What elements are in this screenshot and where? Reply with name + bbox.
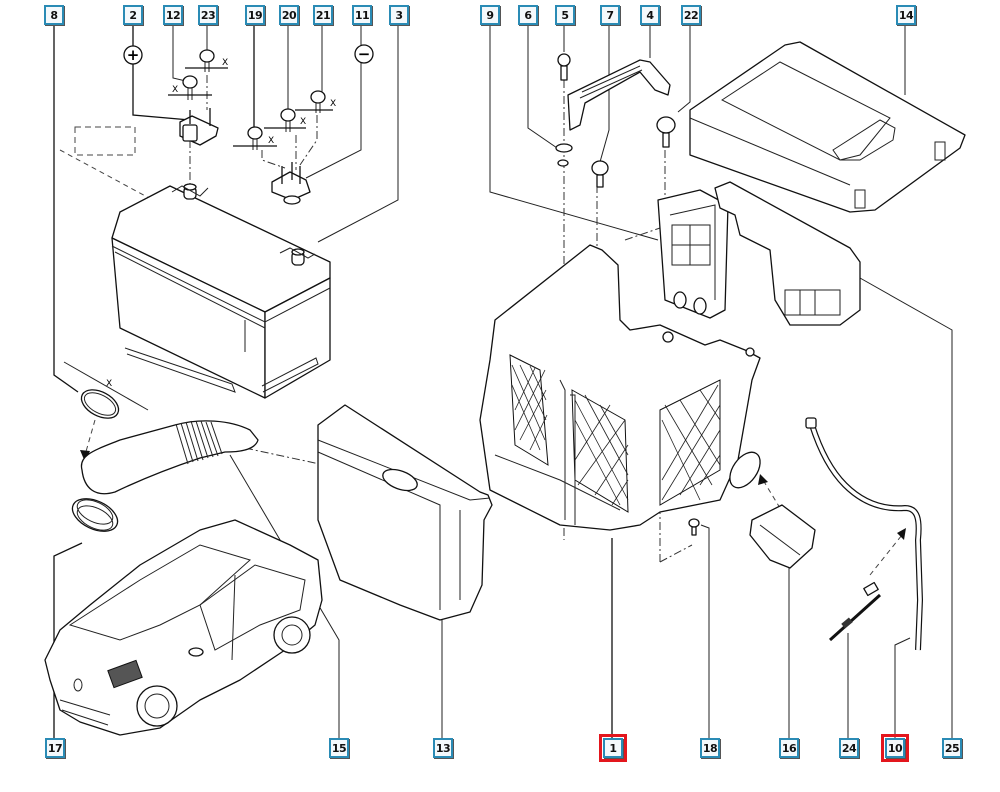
- callout-16[interactable]: 16: [779, 738, 799, 758]
- callout-13[interactable]: 13: [433, 738, 453, 758]
- leader-25: [859, 277, 953, 738]
- negative-sign: −: [358, 45, 371, 63]
- leader-7: [599, 24, 610, 163]
- screw-5: [557, 53, 571, 81]
- air-duct-drawing: X: [63, 361, 259, 532]
- screw-7: [591, 160, 609, 188]
- callout-11[interactable]: 11: [352, 5, 372, 25]
- callout-21[interactable]: 21: [313, 5, 333, 25]
- positive-symbol: [123, 45, 143, 65]
- sensor-drawing: [828, 581, 882, 642]
- vent-hose-drawing: [805, 417, 924, 651]
- callout-5[interactable]: 5: [555, 5, 575, 25]
- battery-drawing: [74, 126, 331, 399]
- nut-20: [280, 108, 296, 132]
- fuse-box-drawing: [657, 189, 729, 319]
- callout-17[interactable]: 17: [45, 738, 65, 758]
- leader-2: [132, 24, 191, 121]
- dimension-x: X: [222, 58, 228, 68]
- callout-22[interactable]: 22: [681, 5, 701, 25]
- leader-18: [700, 524, 710, 738]
- dimension-x: X: [106, 379, 112, 389]
- callout-19[interactable]: 19: [245, 5, 265, 25]
- washer: [557, 159, 569, 167]
- side-cover-drawing: [317, 404, 493, 621]
- terminals-drawing: + − X X X X X: [123, 44, 374, 205]
- leader-6: [527, 24, 561, 151]
- callout-24[interactable]: 24: [839, 738, 859, 758]
- callout-9[interactable]: 9: [480, 5, 500, 25]
- screw-22: [656, 116, 676, 148]
- duct-sleeve-drawing: [749, 504, 816, 569]
- car-reference-drawing: [44, 519, 323, 736]
- leader-lines: [53, 24, 953, 738]
- positive-sign: +: [127, 46, 140, 64]
- callout-20[interactable]: 20: [279, 5, 299, 25]
- leader-15: [229, 454, 340, 738]
- leader-3: [317, 24, 399, 243]
- callout-25[interactable]: 25: [942, 738, 962, 758]
- callout-2[interactable]: 2: [123, 5, 143, 25]
- battery-tray-drawing: [479, 244, 761, 531]
- leader-11: [305, 24, 362, 179]
- bracket-drawing: [714, 181, 861, 326]
- callout-15[interactable]: 15: [329, 738, 349, 758]
- dimension-x: X: [172, 85, 178, 95]
- callout-14[interactable]: 14: [896, 5, 916, 25]
- nut-19: [247, 126, 263, 150]
- callout-7[interactable]: 7: [600, 5, 620, 25]
- leader-10: [894, 637, 911, 738]
- dimension-x: X: [300, 117, 306, 127]
- battery-cover-drawing: [689, 41, 966, 213]
- screws-drawing: [557, 53, 700, 536]
- tray-mesh: [511, 364, 721, 506]
- callout-1-highlighted[interactable]: 1: [599, 734, 627, 762]
- callout-12[interactable]: 12: [163, 5, 183, 25]
- callout-18[interactable]: 18: [700, 738, 720, 758]
- battery-location-marker: [107, 659, 143, 689]
- nut-12: [182, 75, 198, 100]
- callout-3[interactable]: 3: [389, 5, 409, 25]
- callout-6[interactable]: 6: [518, 5, 538, 25]
- negative-symbol: [354, 44, 374, 64]
- leader-12: [172, 24, 191, 83]
- callout-4[interactable]: 4: [640, 5, 660, 25]
- callout-10-highlighted[interactable]: 10: [881, 734, 909, 762]
- callout-23[interactable]: 23: [198, 5, 218, 25]
- dimension-x: X: [268, 136, 274, 146]
- leader-22: [677, 24, 691, 113]
- leader-8: [53, 24, 79, 393]
- hold-down-clamp-drawing: [555, 59, 671, 167]
- dimension-x: X: [330, 99, 336, 109]
- clip-18: [688, 518, 700, 536]
- reference-box: [74, 126, 136, 156]
- callout-8[interactable]: 8: [44, 5, 64, 25]
- nut-21: [310, 90, 326, 113]
- nut-23: [199, 49, 215, 72]
- leader-9: [489, 24, 659, 241]
